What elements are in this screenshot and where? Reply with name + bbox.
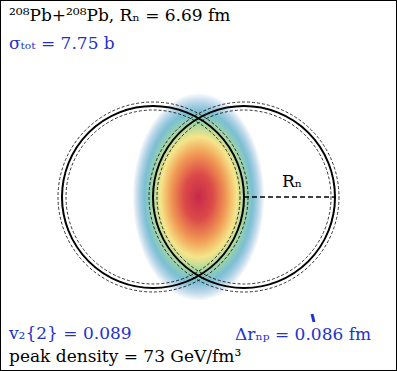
nuclei [58,102,339,292]
radius-line [244,196,335,198]
title-label: ²⁰⁸Pb+²⁰⁸Pb, Rₙ = 6.69 fm [9,6,230,25]
density-label: peak density = 73 GeV/fm³ [9,347,241,366]
skin-thickness-bar [312,314,314,322]
cross-section-label: σₜₒₜ = 7.75 b [9,34,115,53]
radius-label: Rₙ [282,172,302,191]
flow-label: v₂{2} = 0.089 [9,324,132,343]
skin-label: Δrₙₚ = 0.086 fm [235,325,371,344]
